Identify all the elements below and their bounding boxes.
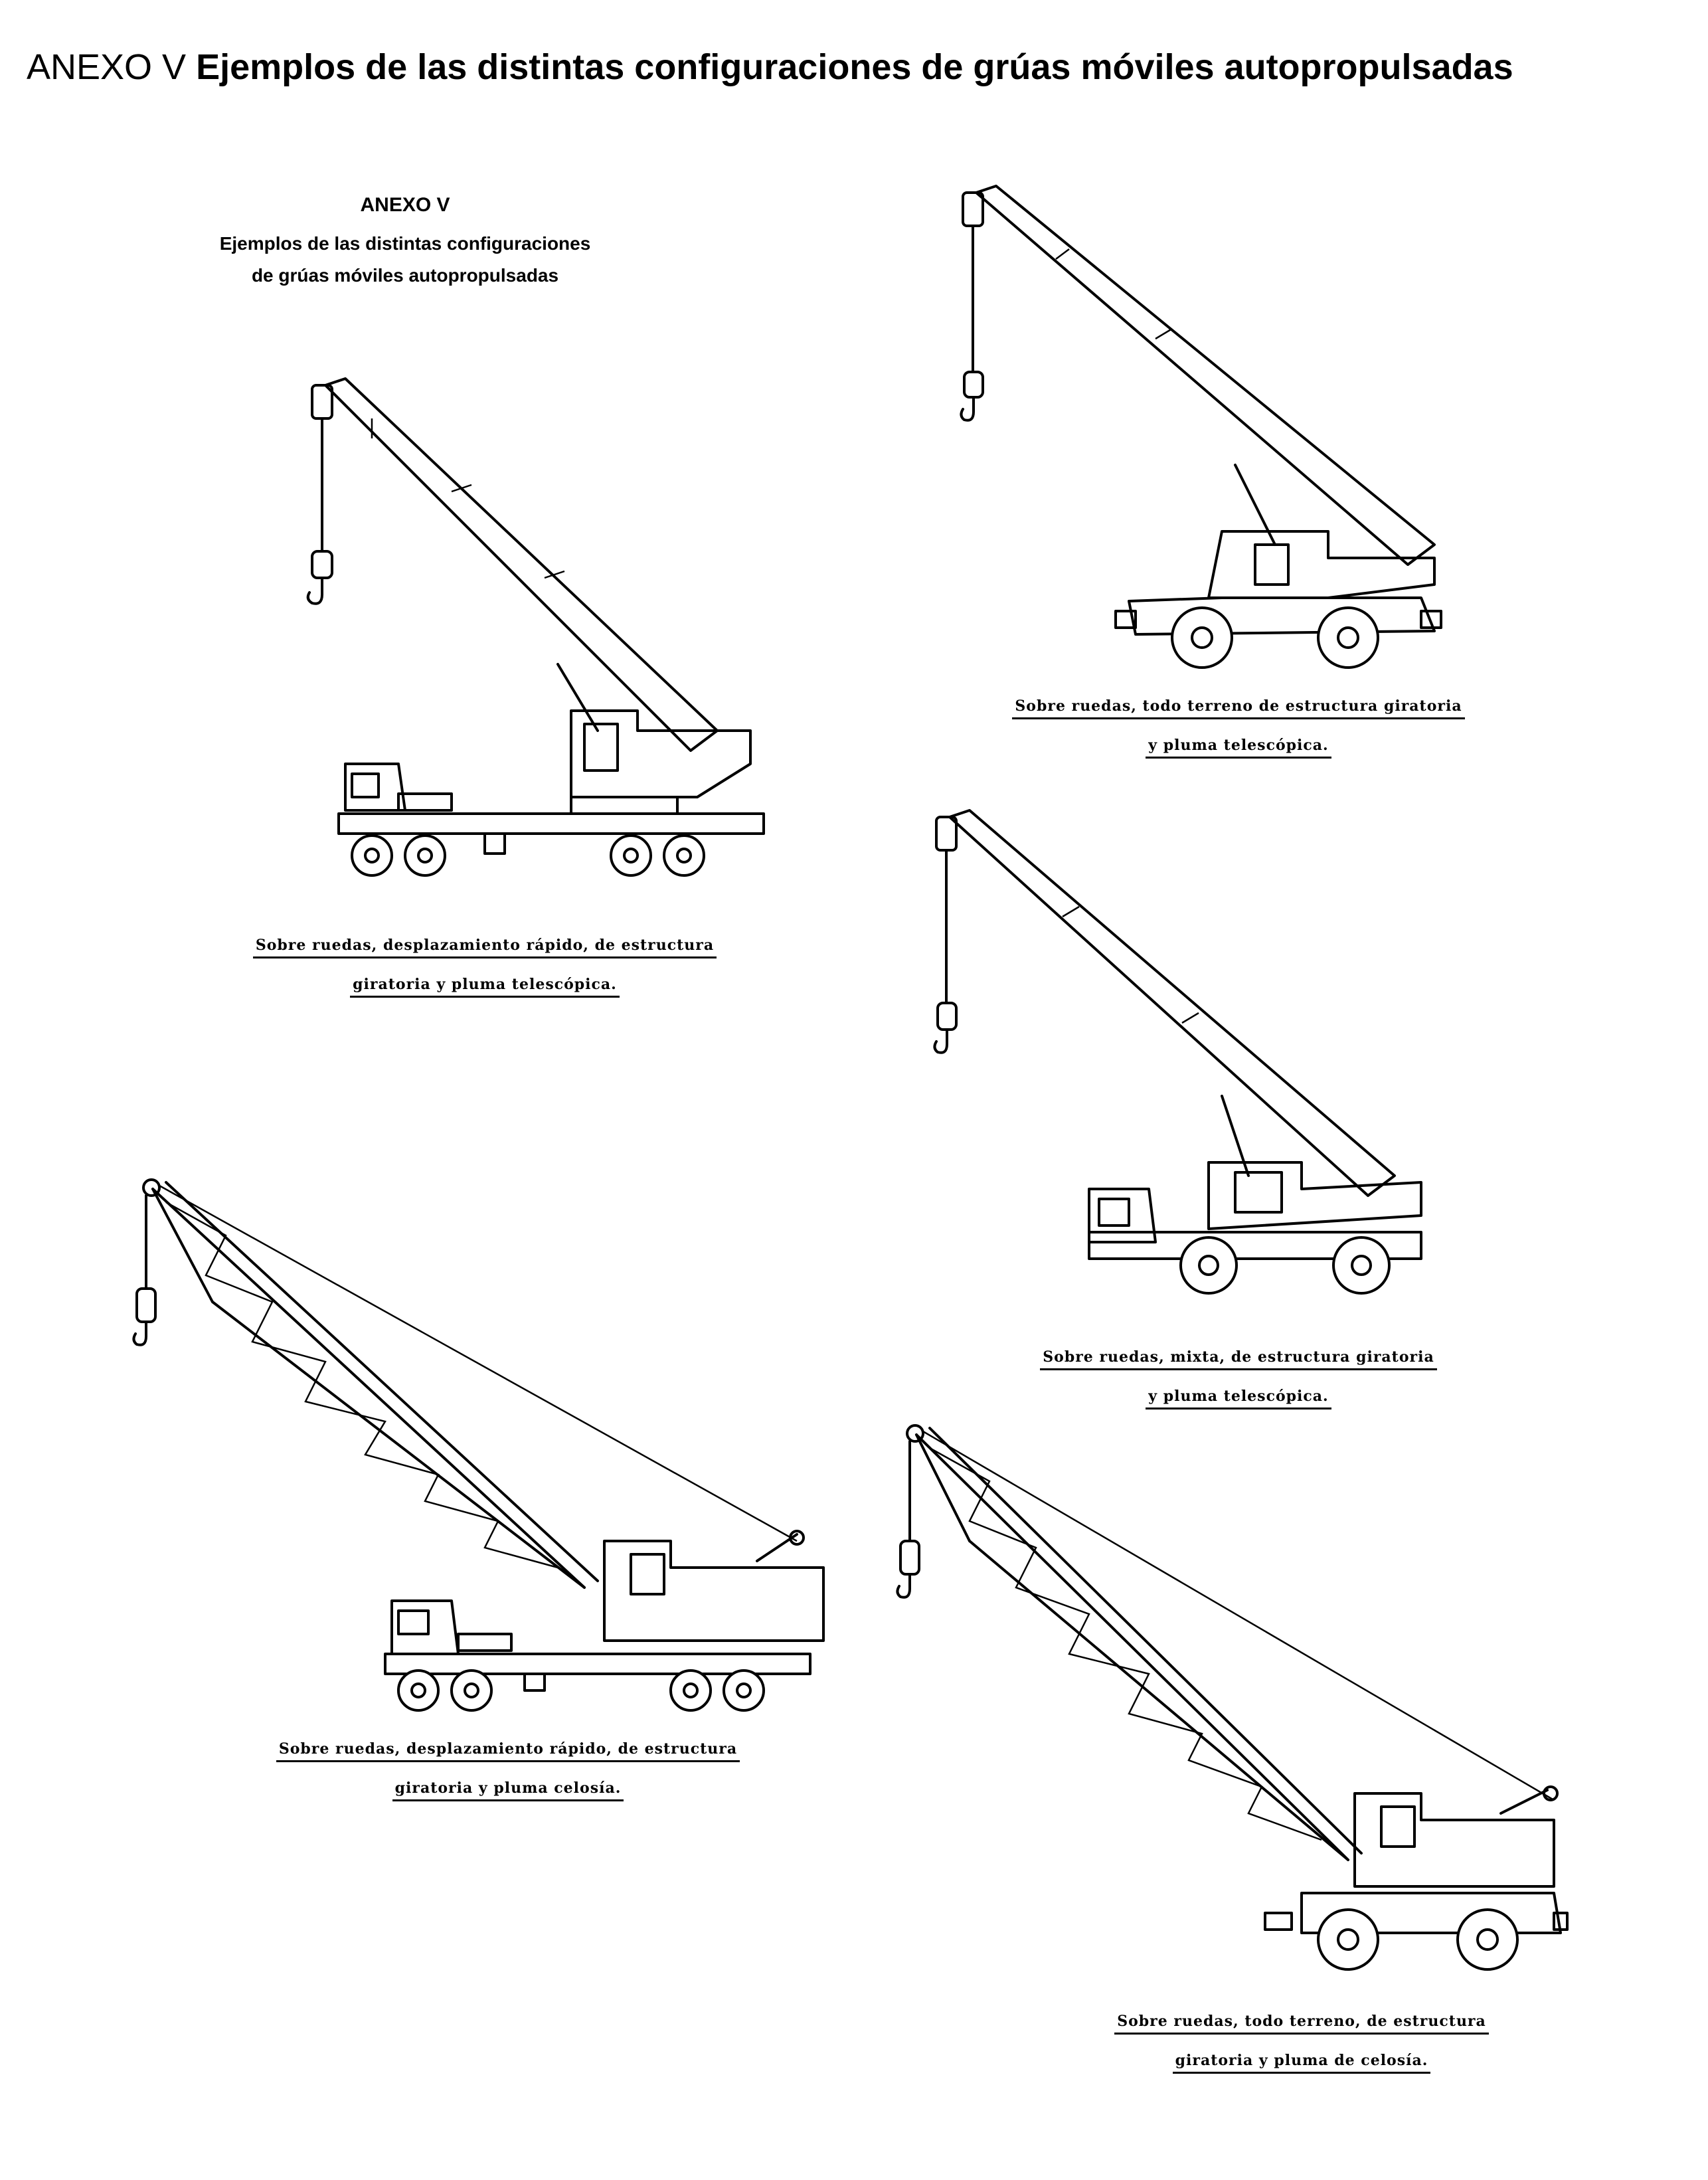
figure-2-telescopic-all-terrain-crane [956, 173, 1434, 678]
hoist-line-and-hook [961, 226, 983, 420]
carrier [1089, 1189, 1421, 1293]
figure-1-caption-line2: giratoria y pluma telescópica. [350, 976, 620, 998]
carrier [1265, 1893, 1567, 1969]
figure-2-caption: Sobre ruedas, todo terreno de estructura… [930, 697, 1547, 776]
page-title-bold: Ejemplos de las distintas configuracione… [196, 47, 1513, 87]
boom-telescopic [963, 186, 1434, 565]
hoist-line-and-hook [934, 850, 956, 1053]
figure-3-telescopic-mixed-crane [930, 790, 1434, 1322]
figure-4-caption-line2: giratoria y pluma celosía. [392, 1779, 624, 1801]
scan-header-annex: ANEXO V [360, 194, 450, 216]
figure-3-caption-line2: y pluma telescópica. [1146, 1388, 1331, 1409]
figure-4-caption-line1: Sobre ruedas, desplazamiento rápido, de … [276, 1740, 740, 1762]
superstructure [1209, 1096, 1421, 1229]
figure-2-caption-line1: Sobre ruedas, todo terreno de estructura… [1012, 697, 1465, 719]
hoist-line-and-hook [897, 1441, 919, 1597]
figure-4-lattice-truck-crane [126, 1162, 843, 1720]
figure-5-caption-line1: Sobre ruedas, todo terreno, de estructur… [1114, 2013, 1489, 2035]
superstructure [1355, 1787, 1557, 1886]
superstructure [558, 664, 750, 814]
page-title: ANEXO V Ejemplos de las distintas config… [27, 46, 1513, 88]
figure-1-caption-line1: Sobre ruedas, desplazamiento rápido, de … [252, 937, 717, 958]
figure-3-caption-line1: Sobre ruedas, mixta, de estructura girat… [1040, 1348, 1437, 1370]
boom-telescopic [936, 810, 1395, 1196]
figure-1-caption: Sobre ruedas, desplazamiento rápido, de … [179, 937, 790, 1015]
figure-4-caption: Sobre ruedas, desplazamiento rápido, de … [199, 1740, 817, 1819]
boom-lattice [143, 1180, 797, 1588]
figure-5-caption: Sobre ruedas, todo terreno, de estructur… [1036, 2013, 1567, 2091]
scan-header: ANEXO V Ejemplos de las distintas config… [199, 189, 611, 292]
figure-2-caption-line2: y pluma telescópica. [1146, 737, 1331, 759]
figure-3-caption: Sobre ruedas, mixta, de estructura girat… [956, 1348, 1521, 1427]
carrier [1116, 598, 1441, 668]
scan-header-line3: de grúas móviles autopropulsadas [251, 265, 559, 286]
hoist-line-and-hook [308, 418, 332, 604]
hoist-line-and-hook [133, 1196, 155, 1345]
scan-header-line2: Ejemplos de las distintas configuracione… [219, 233, 591, 254]
carrier [385, 1601, 810, 1710]
superstructure [604, 1531, 823, 1641]
page-title-prefix: ANEXO V [27, 47, 187, 87]
superstructure [1209, 465, 1434, 598]
figure-1-telescopic-truck-crane [292, 359, 770, 890]
carrier [339, 764, 764, 875]
boom-lattice [907, 1425, 1554, 1860]
figure-5-caption-line2: giratoria y pluma de celosía. [1172, 2052, 1431, 2074]
boom-telescopic [312, 379, 717, 751]
figure-5-lattice-all-terrain-crane [890, 1408, 1567, 2006]
